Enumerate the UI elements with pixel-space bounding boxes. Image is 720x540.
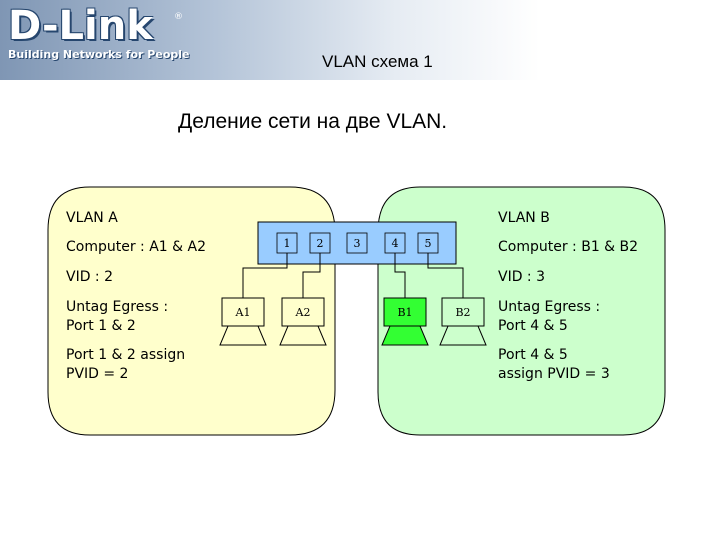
switch-port-label: 3 (354, 237, 361, 250)
vlan-b-untag-line-1: Untag Egress : (498, 299, 600, 315)
switch-port-label: 4 (392, 237, 399, 250)
computer-a1: A1 (219, 297, 267, 346)
switch-port-1: 1 (276, 232, 298, 254)
vlan-a-vid: VID : 2 (66, 269, 113, 285)
computer-label: B2 (455, 306, 470, 319)
vlan-a-pvid-line-2: PVID = 2 (66, 366, 128, 382)
slide-subtitle: Деление сети на две VLAN. (178, 110, 448, 133)
vlan-b-computers: Computer : B1 & B2 (498, 239, 638, 255)
vlan-b-pvid-line-2: assign PVID = 3 (498, 366, 610, 382)
vlan-b-pvid-line-1: Port 4 & 5 (498, 347, 568, 363)
computer-b1: B1 (381, 297, 429, 346)
cable-b2 (427, 253, 464, 298)
computer-b2: B2 (439, 297, 487, 346)
vlan-a-untag-line-1: Untag Egress : (66, 299, 168, 315)
switch-port-3: 3 (346, 232, 368, 254)
switch-port-label: 1 (284, 237, 291, 250)
vlan-a-untag-line-2: Port 1 & 2 (66, 318, 136, 334)
slide-title: VLAN схема 1 (322, 52, 433, 71)
vlan-a-computers: Computer : A1 & A2 (66, 239, 206, 255)
cable-a2 (302, 253, 321, 298)
computer-a2: A2 (279, 297, 327, 346)
switch-port-label: 5 (425, 237, 432, 250)
computer-label: A1 (235, 306, 251, 319)
vlan-a-name: VLAN A (66, 210, 118, 226)
cable-b1 (394, 253, 406, 298)
logo-registered-mark: ® (174, 12, 183, 22)
vlan-b-name: VLAN B (498, 210, 550, 226)
vlan-b-vid: VID : 3 (498, 269, 545, 285)
switch-port-4: 4 (384, 232, 406, 254)
switch-port-5: 5 (417, 232, 439, 254)
switch-port-label: 2 (317, 237, 324, 250)
cable-a1 (242, 253, 288, 298)
header-band (0, 0, 720, 80)
vlan-a-pvid-line-1: Port 1 & 2 assign (66, 347, 185, 363)
computer-label: B1 (397, 306, 412, 319)
dlink-logo: D-Link ® Building Networks for People (6, 3, 190, 64)
logo-brand: D-Link (8, 3, 153, 49)
switch-port-2: 2 (309, 232, 331, 254)
logo-tagline: Building Networks for People (8, 48, 190, 61)
vlan-b-untag-line-2: Port 4 & 5 (498, 318, 568, 334)
computer-label: A2 (295, 306, 311, 319)
